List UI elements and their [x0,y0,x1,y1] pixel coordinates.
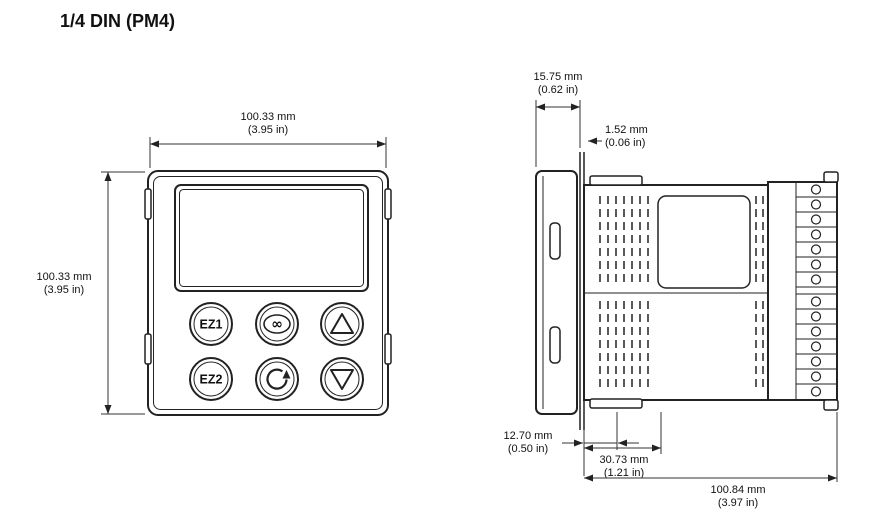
side-clip-slot-top [549,222,561,260]
ez2-key-label: EZ2 [200,373,223,387]
dim-front-depth: 30.73 mm (1.21 in) [584,412,662,479]
dim-total-depth-in: (3.97 in) [718,497,758,509]
terminal-dividers-lower [796,308,837,385]
dim-bezel-depth: 15.75 mm (0.62 in) [534,71,583,167]
circular-arrow-head [282,370,291,379]
dim-front-depth-mm: 30.73 mm [600,454,649,466]
dim-bezel-depth-mm: 15.75 mm [534,71,583,83]
mounting-clip-bottom [589,398,643,409]
dim-bezel-depth-in: (0.62 in) [538,84,578,96]
ez1-key-label: EZ1 [200,318,223,332]
infinity-icon [263,314,291,334]
front-mounting-clips [144,188,392,365]
up-key [320,302,364,346]
terminal-block [767,171,839,411]
front-view: EZ1 ∞ EZ2 [144,170,392,416]
triangle-up-icon [330,313,354,334]
vent-slots-top [599,196,764,285]
dim-panel-thickness-mm: 1.52 mm [605,124,648,136]
mounting-clip-top [589,175,643,186]
terminal-block-outer [767,181,838,401]
front-bezel-inner [153,176,383,410]
dim-front-depth-in: (1.21 in) [604,467,644,479]
ez1-key: EZ1 [189,302,233,346]
dim-clip-depth-in: (0.50 in) [508,443,548,455]
terminal-screws [810,184,822,397]
dim-front-height-in: (3.95 in) [44,284,84,296]
display-window-outer [174,184,369,292]
ez2-key: EZ2 [189,357,233,401]
label-area [657,195,751,289]
dim-front-width: 100.33 mm (3.95 in) [149,111,387,168]
dim-total-depth: 100.84 mm (3.97 in) [584,412,838,509]
triangle-down-icon [330,369,354,390]
dim-front-width-in: (3.95 in) [248,124,288,136]
down-key [320,357,364,401]
dim-front-width-mm: 100.33 mm [240,111,295,123]
dim-front-height-mm: 100.33 mm [36,271,91,283]
dim-panel-thickness: 1.52 mm (0.06 in) [588,124,648,149]
dim-panel-thickness-in: (0.06 in) [605,137,645,149]
side-bezel [535,170,578,415]
terminal-dividers-upper [796,196,837,273]
circular-arrow-icon [266,368,288,390]
dim-front-height: 100.33 mm (3.95 in) [36,171,145,415]
vent-slots-bottom [599,301,764,390]
page-title: 1/4 DIN (PM4) [60,11,175,31]
advance-key [255,357,299,401]
side-view [535,152,839,430]
side-clip-slot-bottom [549,326,561,364]
rear-tab-top [823,171,839,183]
dim-clip-depth-mm: 12.70 mm [504,430,553,442]
infinity-key: ∞ [255,302,299,346]
rear-tab-bottom [823,399,839,411]
dim-total-depth-mm: 100.84 mm [710,484,765,496]
display-window-inner [179,189,364,287]
infinity-key-glyph: ∞ [271,317,283,333]
dim-clip-depth: 12.70 mm (0.50 in) [504,412,639,476]
